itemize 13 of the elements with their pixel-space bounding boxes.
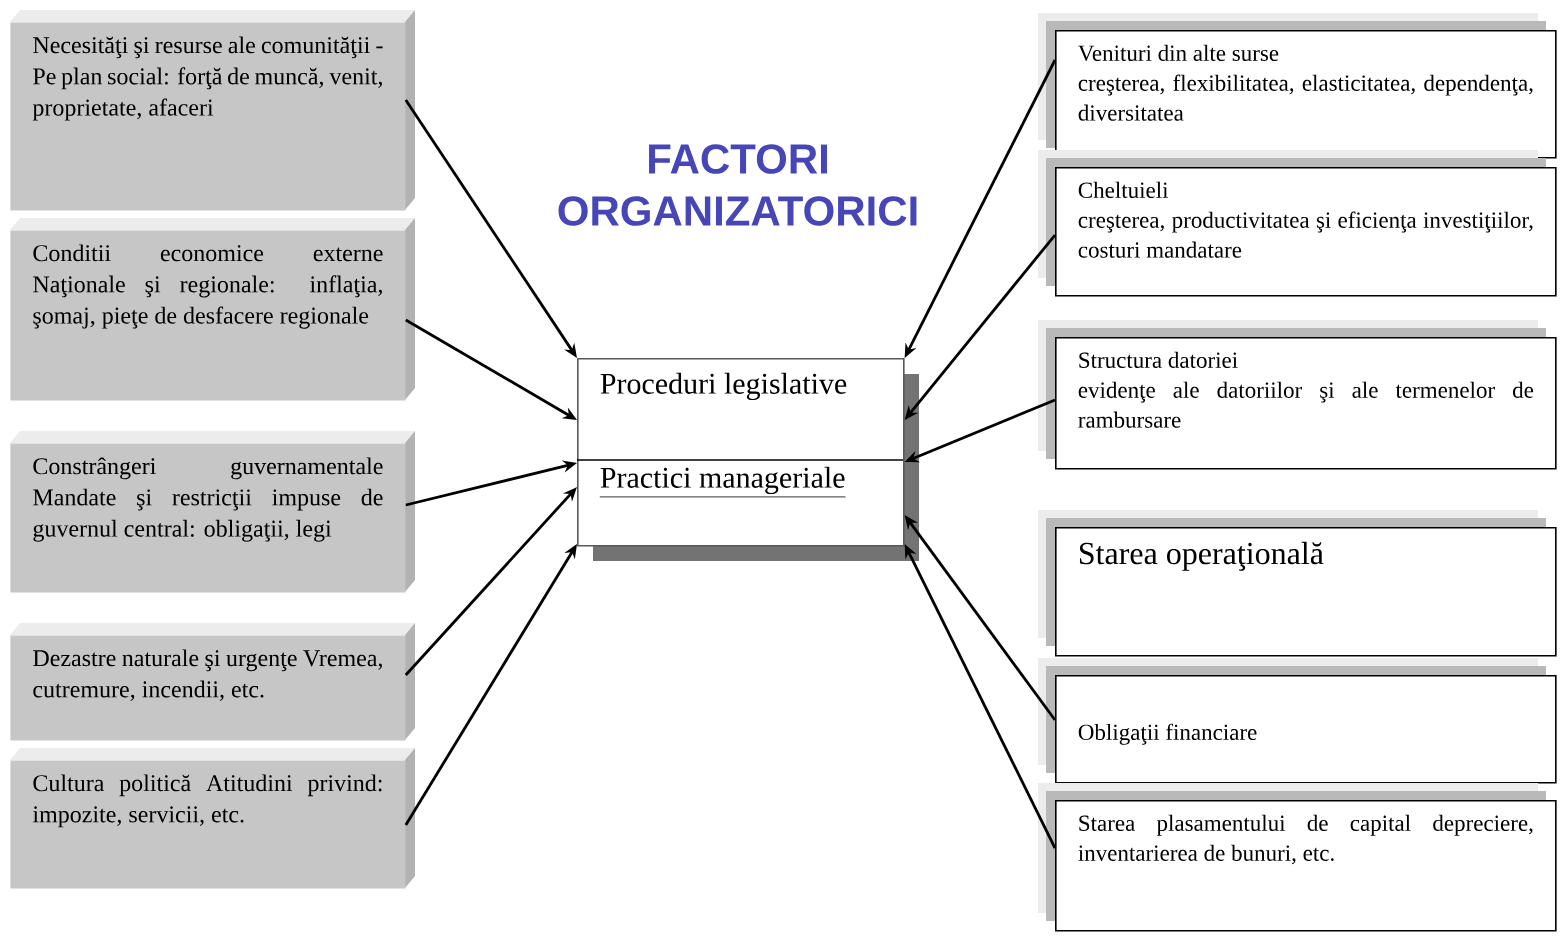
factor-box: Cheltuieli creşterea, productivitatea şi eficienţa investiţiilor, costuri mandatare: [1038, 150, 1557, 297]
factor-box: Conditii economice externe Naţionale şi regionale: inflaţia, şomaj, pieţe de desfacere regionale: [10, 218, 415, 401]
factor-box: Venituri din alte surse creşterea, flexibilitatea, elasticitatea, dependenţa, diversitatea: [1038, 13, 1557, 159]
factor-box: Starea plasamentului de capital depreciere, inventarierea de bunuri, etc.: [1038, 783, 1557, 932]
factor-box: Cultura politică Atitudini privind: impozite, servicii, etc.: [10, 748, 415, 889]
factor-box: Dezastre naturale şi urgenţe Vremea, cutremure, incendii, etc.: [10, 623, 415, 741]
factor-box: Starea operaţională: [1038, 510, 1557, 657]
factor-box: Obligaţii financiare: [1038, 658, 1557, 784]
factor-box: Constrângeri guvernamentale Mandate şi restricţii impuse de guvernul central: obligaţii, legi: [10, 431, 415, 593]
title: FACTORI ORGANIZATORICI: [558, 144, 917, 226]
central-box: Proceduri legislative Practici manageriale: [576, 358, 919, 561]
factor-box: Necesităţi şi resurse ale comunităţii - Pe plan social: forţă de muncă, venit, proprietate, afaceri: [10, 10, 415, 211]
factor-box: Structura datoriei evidenţe ale datoriilor şi ale termenelor de rambursare: [1038, 320, 1557, 470]
